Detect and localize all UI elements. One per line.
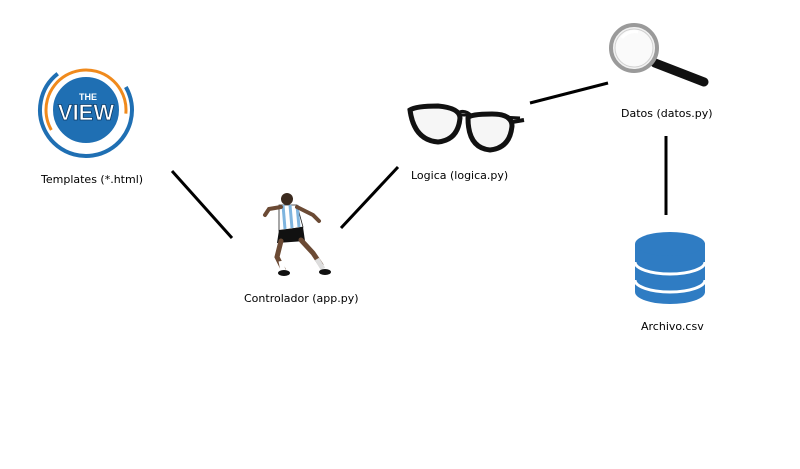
- database-icon: [633, 232, 707, 304]
- edge-logica-datos: [529, 81, 609, 105]
- logo-the-text: THE: [79, 92, 97, 102]
- archivo-label: Archivo.csv: [641, 320, 704, 333]
- controlador-label: Controlador (app.py): [244, 292, 359, 305]
- datos-label: Datos (datos.py): [621, 107, 713, 120]
- edge-controlador-logica: [339, 165, 400, 230]
- edge-templates-controlador: [170, 169, 234, 240]
- templates-label: Templates (*.html): [41, 173, 144, 186]
- connector-lines: [170, 81, 668, 240]
- logo-view-text: VIEW: [58, 100, 114, 125]
- eyeglasses-icon: [407, 103, 525, 153]
- the-view-logo: THE VIEW: [38, 62, 134, 158]
- magnifying-glass-icon: [609, 23, 709, 87]
- logica-label: Logica (logica.py): [411, 169, 509, 182]
- running-football-player-icon: [263, 193, 331, 276]
